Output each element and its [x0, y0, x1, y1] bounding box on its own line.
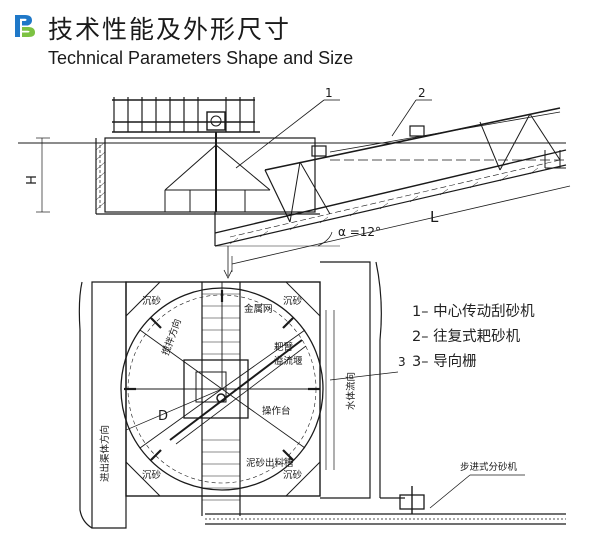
dim-d-label: D: [158, 409, 168, 424]
label-corner-bl: 沉砂: [142, 469, 162, 481]
label-operating-platform: 操作台: [262, 405, 291, 417]
callout-2: 2: [418, 86, 426, 100]
legend-item-2: 2– 往复式耙砂机: [412, 329, 521, 345]
label-metal-mesh: 金属网: [244, 303, 273, 315]
plan-view: D 3: [78, 246, 566, 529]
label-corner-br: 沉砂: [283, 469, 303, 481]
callout-1: 1: [325, 86, 333, 100]
legend: 1– 中心传动刮砂机 2– 往复式耙砂机 3– 导向栅: [412, 300, 587, 375]
dim-l-label: L: [430, 208, 439, 226]
label-corner-tr: 沉砂: [283, 295, 303, 307]
label-rake-arm: 耙臂: [274, 341, 294, 353]
label-separator: 步进式分砂机: [460, 461, 518, 473]
legend-item-3: 3– 导向栅: [412, 354, 477, 370]
legend-item-1: 1– 中心传动刮砂机: [412, 304, 535, 320]
logo-icon: [15, 15, 35, 37]
page-subtitle: Technical Parameters Shape and Size: [48, 48, 354, 68]
page-title: 技术性能及外形尺寸: [48, 15, 292, 44]
label-corner-tl: 沉砂: [142, 295, 162, 307]
label-inlet-channel: 进出渠体方向: [99, 425, 111, 482]
callout-3: 3: [398, 355, 406, 369]
label-water-flow: 水体流向: [345, 372, 357, 410]
label-stir-direction: 搅拌方向: [160, 317, 184, 357]
angle-label: α =12°: [338, 225, 381, 239]
dim-h-label: H: [25, 175, 40, 185]
elevation-view: H: [18, 86, 571, 272]
label-overflow-weir: 溢流堰: [274, 355, 303, 367]
label-sand-outlet: 泥砂出料槽: [246, 457, 294, 469]
header: 技术性能及外形尺寸 Technical Parameters Shape and…: [10, 8, 580, 70]
